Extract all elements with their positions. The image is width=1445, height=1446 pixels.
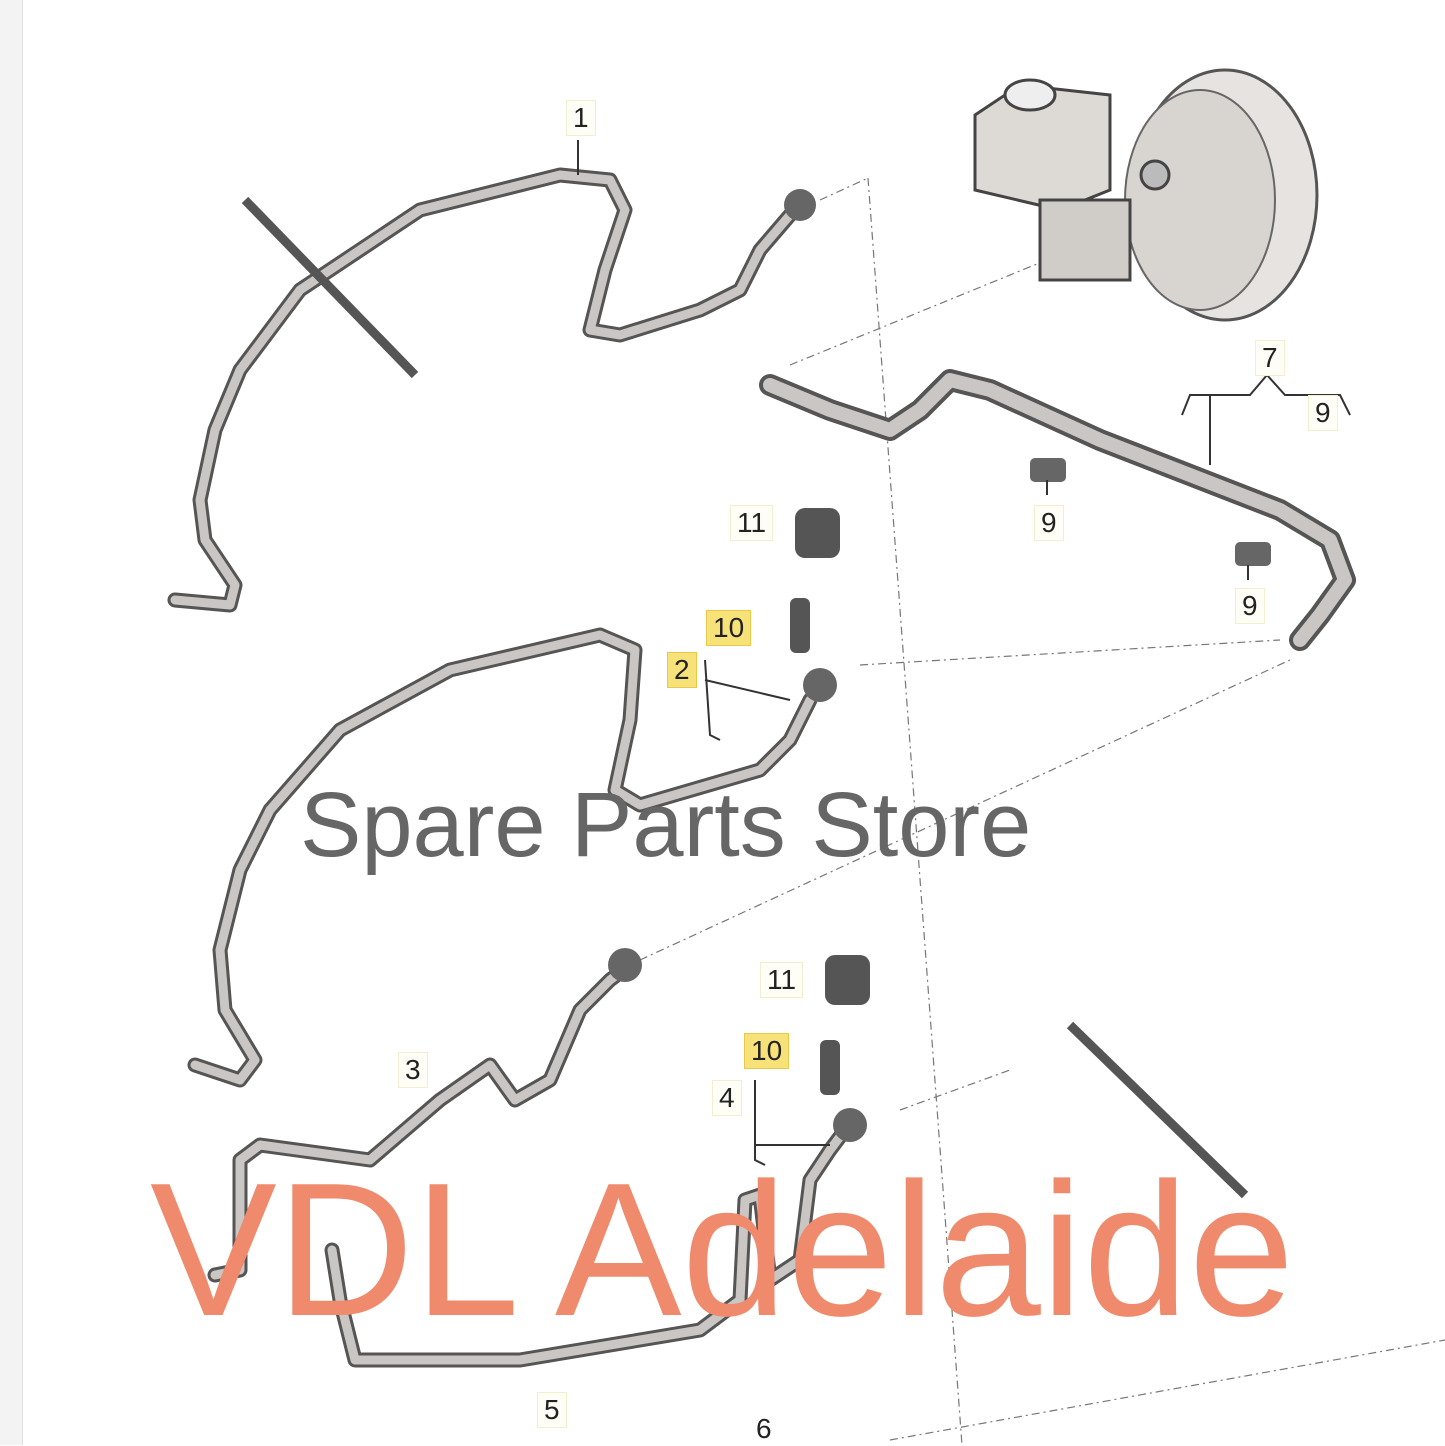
watermark-subtitle: Spare Parts Store: [300, 774, 1032, 876]
callout-2: 2: [667, 652, 697, 688]
callout-1: 1: [566, 100, 596, 136]
page-edge: [0, 0, 23, 1445]
callout-5: 5: [537, 1392, 567, 1428]
hose-5: [324, 955, 870, 1368]
callout-9: 9: [1308, 395, 1338, 431]
callout-10: 10: [744, 1033, 790, 1069]
hose-3: [207, 948, 642, 1283]
callout-7: 7: [1255, 340, 1285, 376]
callout-9: 9: [1235, 588, 1265, 624]
callout-6: 6: [756, 1413, 772, 1444]
callout-4: 4: [712, 1080, 742, 1116]
leader-lines: [577, 140, 1351, 1166]
hose-1: [167, 167, 816, 613]
callout-9: 9: [1034, 505, 1064, 541]
watermark-bars: [241, 196, 1249, 1199]
callout-11: 11: [760, 962, 804, 998]
dashed-guides: [639, 177, 1445, 1445]
watermark-title: VDL Adelaide: [150, 1144, 1295, 1356]
connector-icon: [784, 189, 816, 221]
callout-10: 10: [706, 610, 752, 646]
hose-2: [187, 508, 840, 1088]
hose-7: [759, 369, 1356, 651]
brake-booster: [973, 68, 1319, 322]
callout-3: 3: [398, 1052, 428, 1088]
callout-11: 11: [730, 505, 774, 541]
